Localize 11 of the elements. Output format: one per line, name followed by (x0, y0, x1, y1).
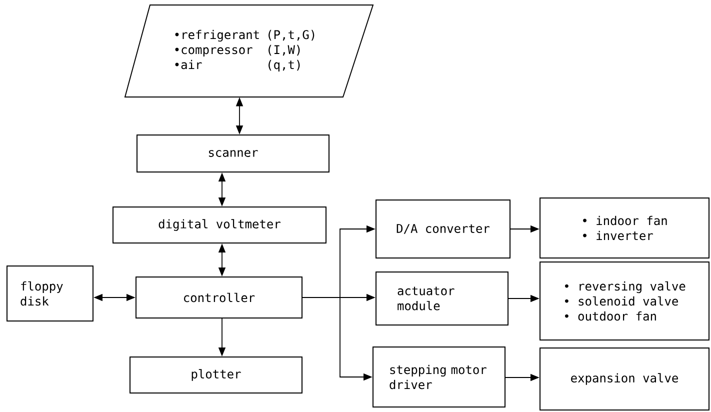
process-box: stepping motor driver (372, 346, 506, 408)
process-box: digital voltmeter (112, 206, 326, 244)
output-box: expansion valve (540, 348, 710, 410)
process-box: D/A converter (376, 200, 510, 258)
process-box: floppy disk (6, 266, 94, 322)
process-box: controller (136, 276, 302, 318)
process-box: actuator module (376, 272, 508, 326)
output-box: • indoor fan • inverter (540, 198, 710, 258)
process-box: plotter (130, 356, 302, 394)
output-box: • reversing valve • solenoid valve • outdoor fan (540, 262, 710, 340)
process-box: scanner (136, 134, 330, 172)
